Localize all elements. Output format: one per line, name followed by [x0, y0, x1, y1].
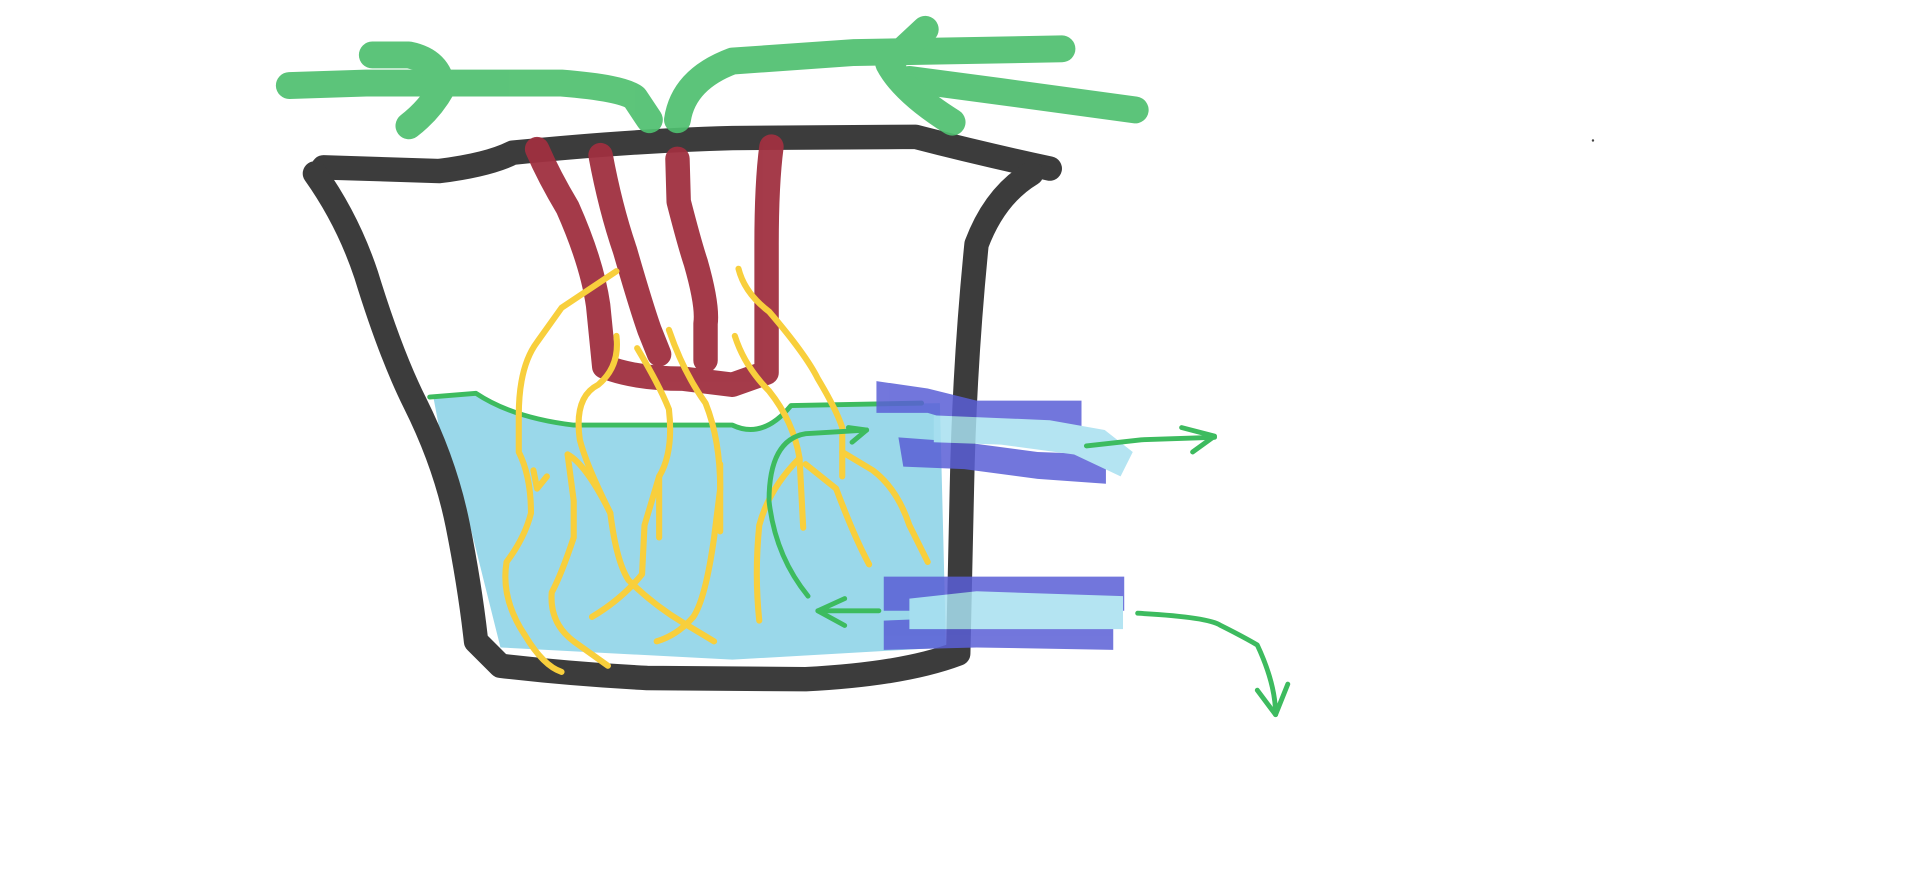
airflow-arrow-icon [275, 15, 1149, 140]
pot-body [302, 161, 1044, 692]
pot-outline [311, 124, 1062, 184]
water-body [433, 394, 947, 660]
pipes [876, 381, 1133, 650]
water-flow-arrow-icon [766, 425, 1291, 718]
stray-dot [1591, 139, 1595, 142]
roots [502, 265, 931, 675]
tubes [524, 134, 784, 398]
water-surface-line [427, 390, 925, 432]
